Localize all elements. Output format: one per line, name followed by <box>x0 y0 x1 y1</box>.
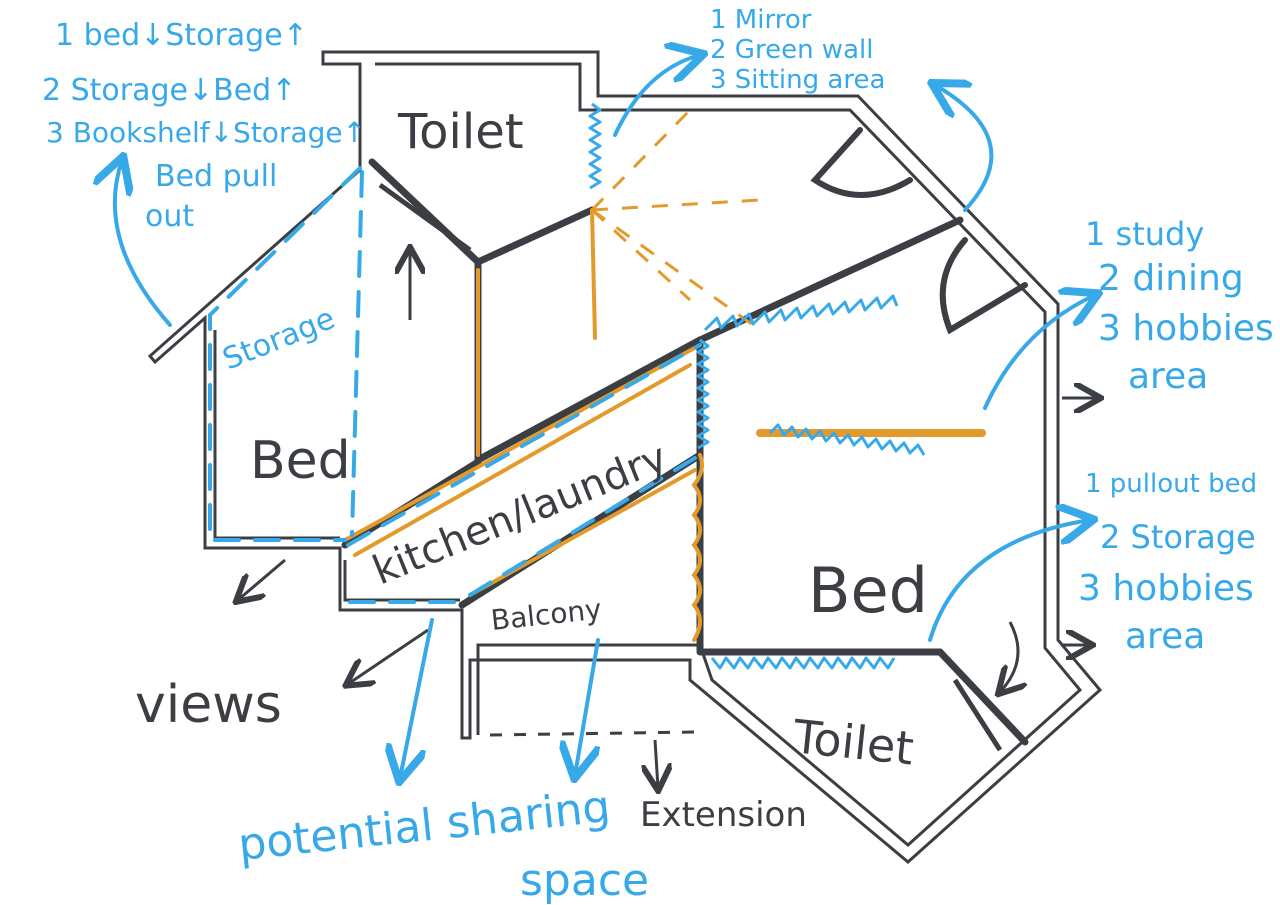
toilet-top-label: Toilet <box>397 104 524 160</box>
note-line: 1 study <box>1085 215 1204 253</box>
note-line: 2 Storage↓Bed↑ <box>42 73 296 108</box>
note-line: area <box>1128 356 1208 397</box>
note-right-middle: 1 study 2 dining 3 hobbies area <box>1085 215 1274 397</box>
note-potential-sharing: potential sharing space <box>236 781 649 905</box>
note-line: 2 Storage <box>1100 518 1256 556</box>
blue-arrows <box>115 55 1095 778</box>
orange-dashed-sightlines <box>590 108 761 332</box>
bed-left-label: Bed <box>250 431 351 491</box>
toilet-bottom-label: Toilet <box>790 709 916 775</box>
note-line: 1 bed↓Storage↑ <box>55 18 308 53</box>
note-line: 3 hobbies <box>1098 308 1274 349</box>
extension-dashed-line <box>489 730 696 737</box>
door-swings <box>810 127 1028 335</box>
note-line: out <box>145 199 194 234</box>
note-line: Bed pull <box>155 159 277 194</box>
note-line: 2 dining <box>1098 258 1244 299</box>
blue-zigzags <box>588 102 926 670</box>
note-line: 1 Mirror <box>710 5 812 35</box>
note-top-left: 1 bed↓Storage↑ 2 Storage↓Bed↑ 3 Bookshel… <box>42 18 366 234</box>
note-line: 1 pullout bed <box>1085 469 1257 499</box>
dark-arrows <box>238 250 1098 788</box>
note-line: area <box>1125 616 1205 657</box>
interior-walls <box>341 158 1029 746</box>
note-line: space <box>520 855 649 905</box>
note-line: 3 hobbies <box>1078 568 1254 609</box>
note-line: 3 Sitting area <box>710 65 885 95</box>
views-label: views <box>135 675 282 735</box>
note-line: 3 Bookshelf↓Storage↑ <box>46 116 366 149</box>
storage-label: Storage <box>218 301 340 377</box>
toilet-top-diagonal-walls <box>378 182 1003 752</box>
note-top-middle: 1 Mirror 2 Green wall 3 Sitting area <box>710 5 885 95</box>
blue-dashed-lines <box>208 166 702 604</box>
note-right-lower: 1 pullout bed 2 Storage 3 hobbies area <box>1078 469 1257 657</box>
balcony-label: Balcony <box>489 593 603 637</box>
extension-label: Extension <box>640 795 807 835</box>
bed-right-label: Bed <box>808 554 928 627</box>
note-line: 2 Green wall <box>710 35 873 65</box>
